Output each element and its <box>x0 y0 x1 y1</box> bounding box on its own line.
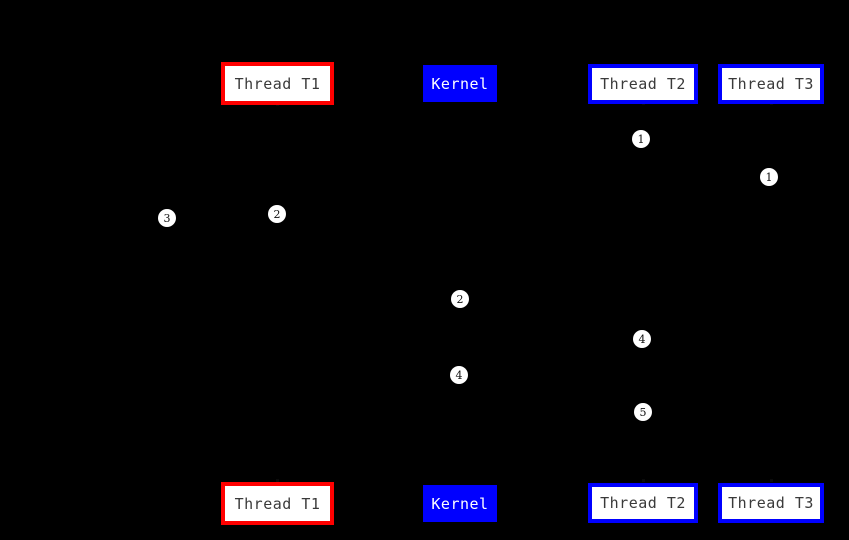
participant-box-thread-t2-bottom[interactable]: Thread T2 <box>588 483 698 523</box>
sequence-badge: 1 <box>760 168 778 186</box>
sequence-badge: 2 <box>451 290 469 308</box>
lifeline-notch-t2-bottom <box>642 479 645 482</box>
participant-label-thread-t1-bottom: Thread T1 <box>234 494 321 513</box>
participant-label-kernel-bottom: Kernel <box>431 494 489 513</box>
sequence-badge-number: 4 <box>455 368 463 382</box>
participant-label-thread-t2-bottom: Thread T2 <box>600 494 686 512</box>
lifeline-thread-t1 <box>277 105 278 482</box>
participant-label-thread-t2-top: Thread T2 <box>600 75 686 93</box>
lifeline-notch-t1-bottom <box>276 479 279 482</box>
lifeline-thread-t3 <box>771 104 772 483</box>
sequence-badge-number: 5 <box>639 405 647 419</box>
participant-box-thread-t3-top[interactable]: Thread T3 <box>718 64 824 104</box>
sequence-badge: 3 <box>158 209 176 227</box>
lifeline-notch-t3-bottom <box>770 479 773 482</box>
sequence-badge-number: 4 <box>638 332 646 346</box>
sequence-badge-number: 2 <box>456 292 464 306</box>
sequence-badge: 4 <box>633 330 651 348</box>
participant-label-kernel-top: Kernel <box>431 74 489 93</box>
sequence-badge: 5 <box>634 403 652 421</box>
participant-label-thread-t3-bottom: Thread T3 <box>728 494 814 512</box>
participant-box-thread-t2-top[interactable]: Thread T2 <box>588 64 698 104</box>
sequence-badge: 2 <box>268 205 286 223</box>
sequence-badge-number: 1 <box>637 132 645 146</box>
sequence-badge-number: 1 <box>765 170 773 184</box>
sequence-badge-number: 2 <box>273 207 281 221</box>
lifeline-thread-t2 <box>643 104 644 483</box>
sequence-badge: 1 <box>632 130 650 148</box>
participant-box-thread-t3-bottom[interactable]: Thread T3 <box>718 483 824 523</box>
participant-box-thread-t1-bottom[interactable]: Thread T1 <box>221 482 334 525</box>
sequence-badge-number: 3 <box>163 211 171 225</box>
participant-box-thread-t1-top[interactable]: Thread T1 <box>221 62 334 105</box>
participant-box-kernel-bottom[interactable]: Kernel <box>423 485 497 522</box>
participant-label-thread-t3-top: Thread T3 <box>728 75 814 93</box>
participant-label-thread-t1-top: Thread T1 <box>234 74 321 93</box>
sequence-badge: 4 <box>450 366 468 384</box>
participant-box-kernel-top[interactable]: Kernel <box>423 65 497 102</box>
